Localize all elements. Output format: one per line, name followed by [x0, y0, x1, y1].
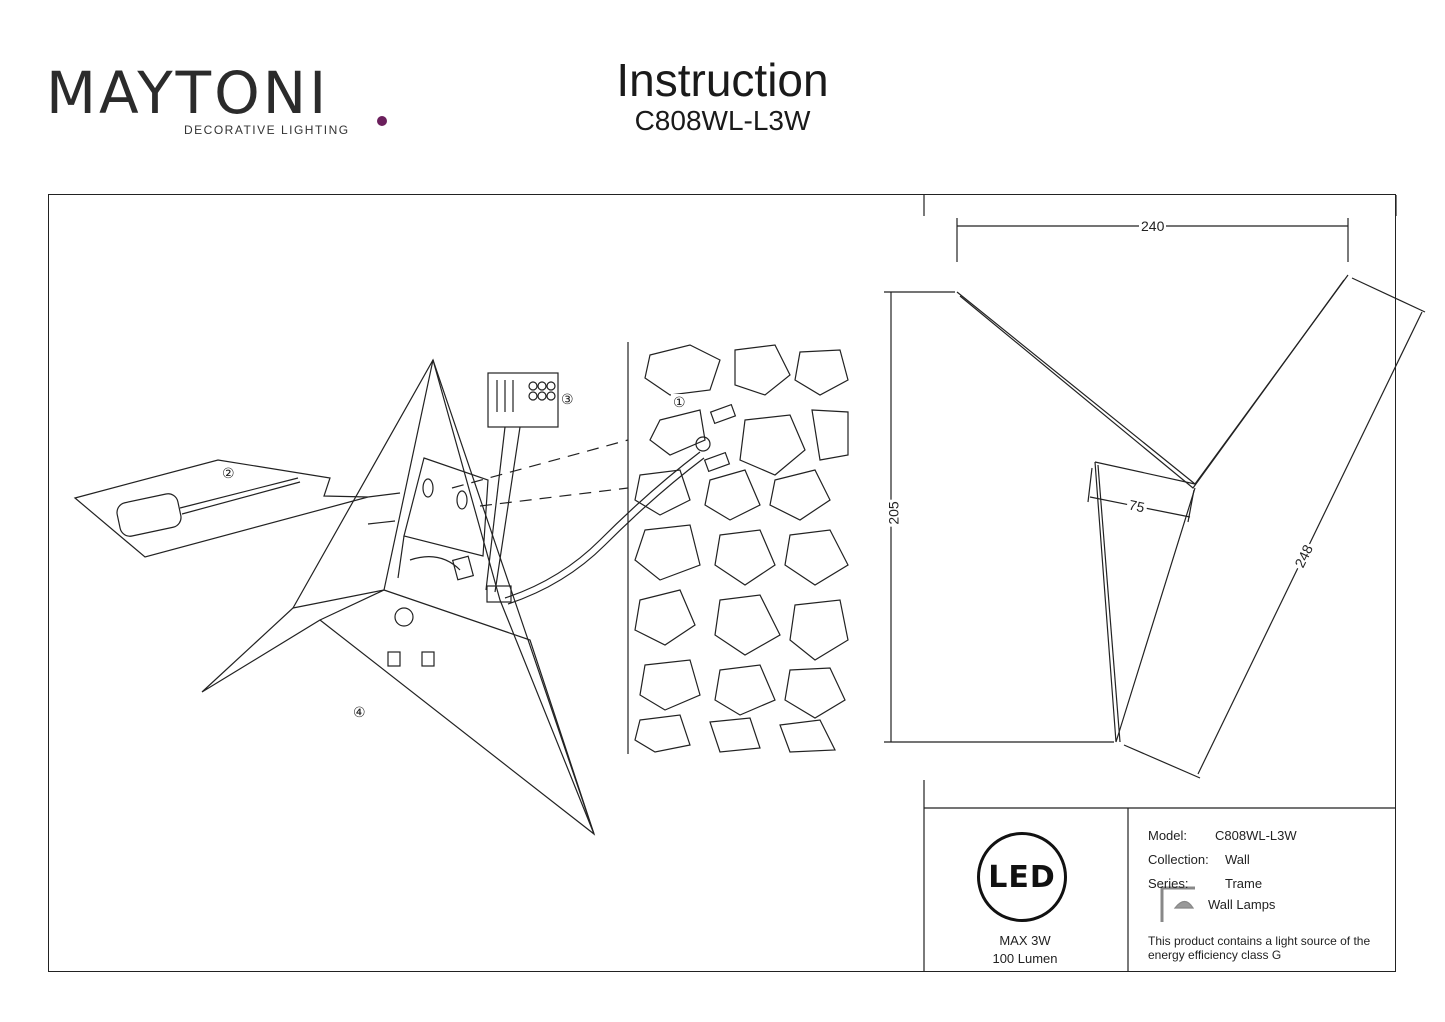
step-3-marker: ③	[559, 391, 576, 408]
collection-label: Collection:	[1148, 852, 1209, 867]
dimension-width: 240	[1139, 218, 1167, 234]
step-1-marker: ①	[671, 394, 688, 411]
lumen: 100 Lumen	[992, 951, 1058, 966]
lamp-dimension-view	[884, 218, 1426, 779]
wall-texture	[627, 342, 849, 754]
document-model: C808WL-L3W	[634, 105, 811, 136]
led-badge: LED	[977, 832, 1067, 922]
brand-name: MAYTONI	[46, 59, 330, 127]
energy-note-line-1: This product contains a light source of …	[1148, 934, 1371, 948]
brand-logo: MAYTONI DECORATIVE LIGHTING	[46, 58, 387, 138]
screwdriver-view	[73, 459, 369, 558]
max-power: MAX 3W	[999, 933, 1051, 948]
series-label: Series:	[1148, 876, 1189, 891]
category-value: Wall Lamps	[1208, 897, 1276, 912]
brand-tagline: DECORATIVE LIGHTING	[184, 123, 350, 137]
wall-lamp-icon	[1160, 886, 1195, 922]
lamp-installation-view	[201, 358, 705, 836]
model-value: C808WL-L3W	[1215, 828, 1297, 843]
step-2-marker: ②	[220, 465, 237, 482]
collection-value: Wall	[1225, 852, 1250, 867]
led-label: LED	[988, 859, 1056, 895]
step-4-marker: ④	[351, 704, 368, 721]
dimension-height: 205	[885, 499, 902, 527]
model-label: Model:	[1148, 828, 1188, 843]
brand-dot-icon	[377, 116, 387, 126]
drawing-frame	[48, 194, 1396, 972]
series-value: Trame	[1225, 876, 1263, 891]
energy-note-line-2: energy efficiency class G	[1148, 948, 1282, 962]
document-title: Instruction	[616, 54, 829, 106]
